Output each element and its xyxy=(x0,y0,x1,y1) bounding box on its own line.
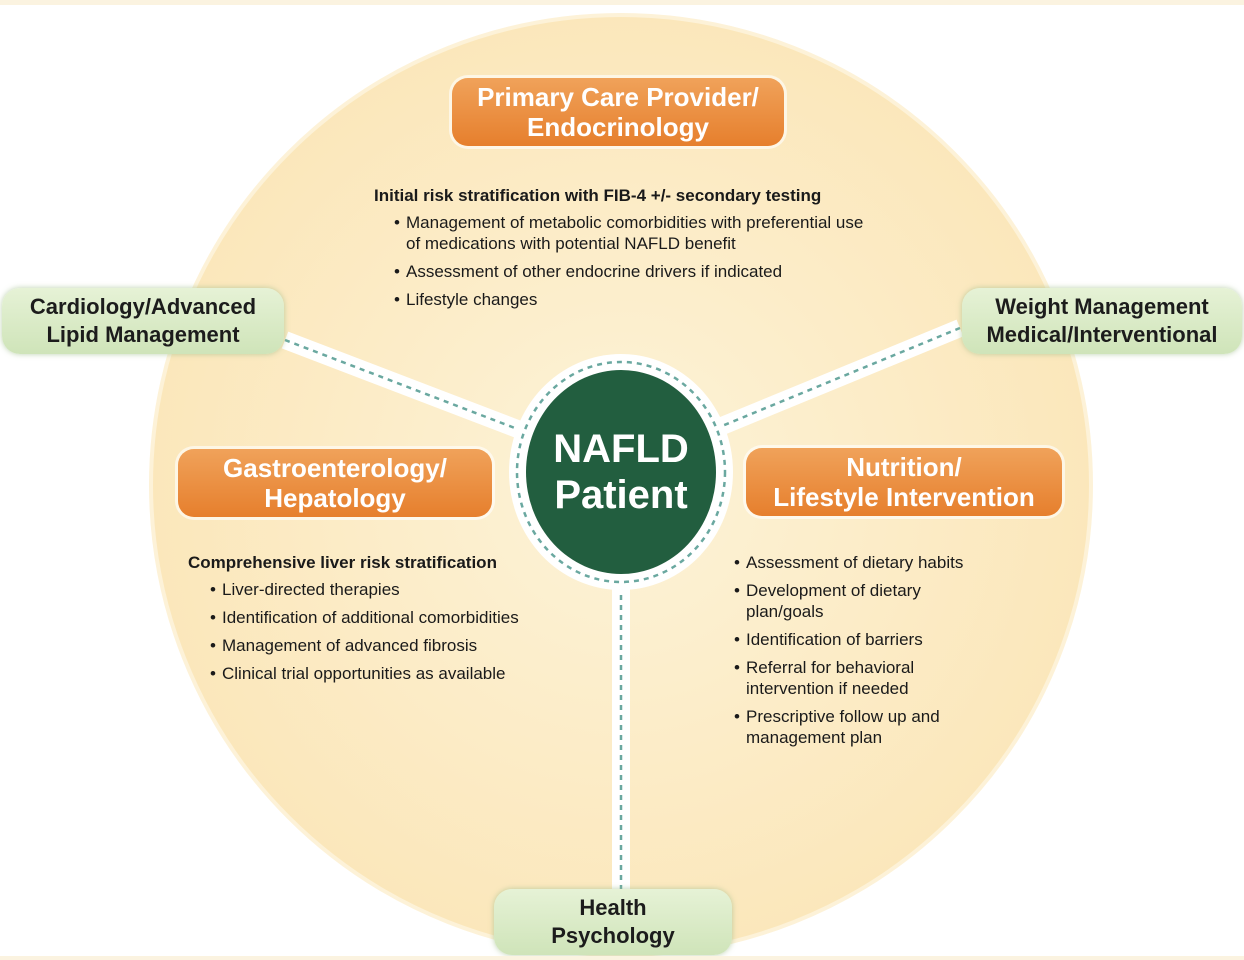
list-item: Liver-directed therapies xyxy=(208,579,568,600)
psychology-line1: Health xyxy=(579,895,647,920)
weight-management-box: Weight Management Medical/Interventional xyxy=(962,288,1242,354)
primary-care-line1: Primary Care Provider/ xyxy=(477,82,759,112)
nutrition-box: Nutrition/ Lifestyle Intervention xyxy=(746,448,1062,516)
list-item: Referral for behavioral intervention if … xyxy=(732,657,946,699)
list-item: Assessment of other endocrine drivers if… xyxy=(392,261,884,282)
primary-care-line2: Endocrinology xyxy=(527,112,709,142)
health-psychology-box: Health Psychology xyxy=(494,889,732,955)
list-item: Management of metabolic comorbidities wi… xyxy=(392,212,876,254)
list-item: Identification of barriers xyxy=(732,629,992,650)
nutrition-line1: Nutrition/ xyxy=(846,452,962,482)
list-item: Identification of additional comorbiditi… xyxy=(208,607,568,628)
nutrition-details: Assessment of dietary habits Development… xyxy=(732,552,992,755)
list-item: Assessment of dietary habits xyxy=(732,552,992,573)
center-line1: NAFLD xyxy=(553,427,689,471)
cardiology-line1: Cardiology/Advanced xyxy=(29,294,257,319)
gastro-box: Gastroenterology/ Hepatology xyxy=(178,449,492,517)
gastro-heading: Comprehensive liver risk stratification xyxy=(188,553,497,572)
weight-line1: Weight Management xyxy=(995,294,1209,319)
center-line2: Patient xyxy=(554,473,688,517)
list-item: Management of advanced fibrosis xyxy=(208,635,568,656)
primary-care-details: Initial risk stratification with FIB-4 +… xyxy=(374,185,884,317)
primary-care-heading: Initial risk stratification with FIB-4 +… xyxy=(374,186,822,205)
top-border xyxy=(0,0,1244,5)
nutrition-line2: Lifestyle Intervention xyxy=(773,482,1035,512)
list-item: Lifestyle changes xyxy=(392,289,884,310)
gastro-line1: Gastroenterology/ xyxy=(223,453,447,483)
list-item: Development of dietary plan/goals xyxy=(732,580,946,622)
list-item: Prescriptive follow up and management pl… xyxy=(732,706,946,748)
primary-care-box: Primary Care Provider/ Endocrinology xyxy=(452,78,784,146)
list-item: Clinical trial opportunities as availabl… xyxy=(208,663,568,684)
gastro-details: Comprehensive liver risk stratification … xyxy=(188,552,568,691)
psychology-line2: Psychology xyxy=(551,923,675,948)
cardiology-line2: Lipid Management xyxy=(46,322,240,347)
gastro-line2: Hepatology xyxy=(264,483,406,513)
center-nafld-patient: NAFLD Patient xyxy=(526,370,716,574)
connectors xyxy=(281,319,964,890)
weight-line2: Medical/Interventional xyxy=(986,322,1218,347)
cardiology-box: Cardiology/Advanced Lipid Management xyxy=(2,288,284,354)
bottom-border xyxy=(0,956,1244,960)
